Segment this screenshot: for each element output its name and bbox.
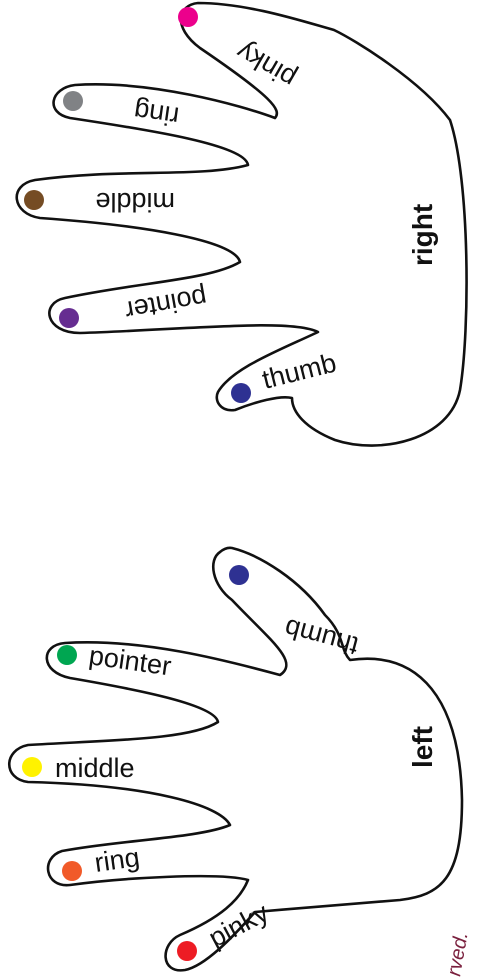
left-ring-dot: [62, 861, 82, 881]
right-ring: ring: [63, 91, 181, 132]
left-middle-dot: [22, 757, 42, 777]
right-ring-dot: [63, 91, 83, 111]
left-hand: thumb pointer middle ring pinky left: [8, 546, 464, 972]
left-hand-label: left: [407, 726, 438, 768]
left-pointer-dot: [57, 645, 77, 665]
right-hand-label: right: [407, 204, 438, 266]
right-pinky-dot: [178, 7, 198, 27]
right-pinky: pinky: [178, 7, 301, 94]
left-thumb-dot: [229, 565, 249, 585]
right-pointer-dot: [59, 308, 79, 328]
left-hand-outline: [8, 546, 464, 972]
right-thumb: thumb: [231, 348, 339, 403]
left-thumb: thumb: [229, 565, 362, 661]
left-pinky-label: pinky: [204, 897, 274, 953]
left-thumb-label: thumb: [281, 613, 361, 661]
right-thumb-dot: [231, 383, 251, 403]
left-middle-label: middle: [55, 753, 135, 783]
left-ring: ring: [62, 842, 141, 881]
right-middle: middle: [24, 187, 175, 217]
right-hand: thumb pointer middle ring pinky right: [15, 1, 468, 447]
right-hand-outline: [15, 1, 468, 447]
right-pointer: pointer: [59, 282, 209, 328]
left-ring-label: ring: [93, 842, 142, 878]
right-middle-label: middle: [95, 187, 175, 217]
left-pointer-label: pointer: [87, 640, 173, 681]
left-pinky-dot: [177, 941, 197, 961]
right-pinky-label: pinky: [231, 36, 301, 94]
right-pointer-label: pointer: [123, 282, 210, 326]
right-ring-label: ring: [132, 96, 181, 132]
rights-notice: rved.: [443, 930, 472, 978]
right-middle-dot: [24, 190, 44, 210]
left-middle: middle: [22, 753, 135, 783]
